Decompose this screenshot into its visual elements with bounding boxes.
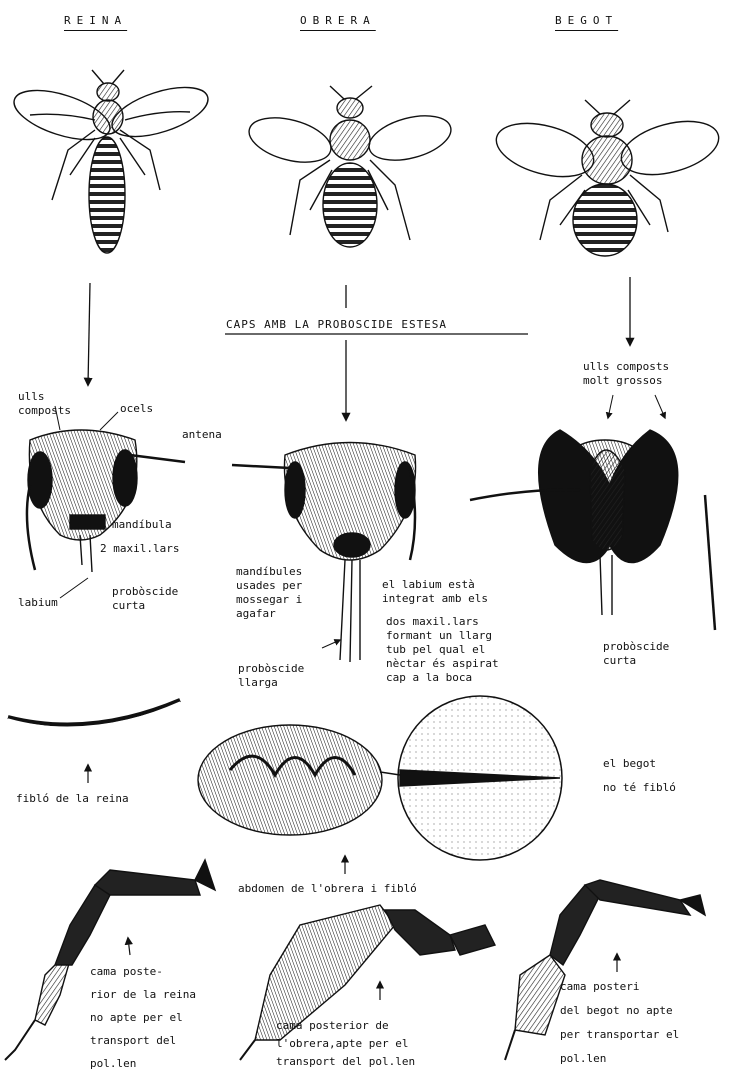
header-queen: REINA (64, 14, 127, 27)
worker-proboscide-pointer (322, 640, 340, 648)
drone-ulls-label: ulls composts molt grossos (583, 360, 669, 388)
queen-proboscide-label: probòscide curta (112, 585, 178, 613)
queen-ulls-label: ulls composts (18, 390, 71, 418)
queen-ocels-pointer (100, 412, 118, 430)
queen-leg-label: cama poste- rior de la reina no apte per… (90, 960, 196, 1075)
center-title: CAPS AMB LA PROBOSCIDE ESTESA (226, 318, 447, 332)
drone-head-drawing (470, 430, 715, 630)
queen-arrow (88, 283, 90, 385)
queen-labium-pointer (60, 578, 88, 598)
worker-proboscide-label: probòscide llarga (238, 662, 304, 690)
drone-eye-pointer-2 (655, 395, 665, 418)
worker-bee-drawing (244, 86, 455, 247)
worker-mandibules-label: mandíbules usades per mossegar i agafar (236, 565, 302, 621)
drone-eye-pointer-1 (608, 395, 613, 418)
header-worker: OBRERA (300, 14, 376, 27)
worker-abdomen-label: abdomen de l'obrera i fibló (238, 882, 417, 896)
drone-proboscide-label: probòscide curta (603, 640, 669, 668)
worker-maxillars-label: dos maxil.lars formant un llarg tub pel … (386, 615, 499, 685)
header-drone: BEGOT (555, 14, 618, 27)
drone-stinger-label: el begot no té fibló (603, 752, 676, 800)
queen-stinger-label: fibló de la reina (16, 792, 129, 806)
worker-leg-label: cama posterior de l'obrera,apte per el t… (276, 1017, 415, 1071)
queen-mandibula-label: mandíbula (112, 518, 172, 532)
queen-labium-label: labium (18, 596, 58, 610)
queen-antena-label: antena (182, 428, 222, 442)
queen-bee-drawing (8, 70, 213, 253)
drone-bee-drawing (490, 100, 724, 256)
worker-labium-label: el labium està integrat amb els (382, 578, 488, 606)
queen-ocels-label: ocels (120, 402, 153, 416)
queen-maxillars-label: 2 maxil.lars (100, 542, 179, 556)
worker-abdomen-drawing (198, 696, 562, 860)
queen-leg-arrow (128, 938, 130, 955)
drone-leg-label: cama posteri del begot no apte per trans… (560, 975, 679, 1071)
